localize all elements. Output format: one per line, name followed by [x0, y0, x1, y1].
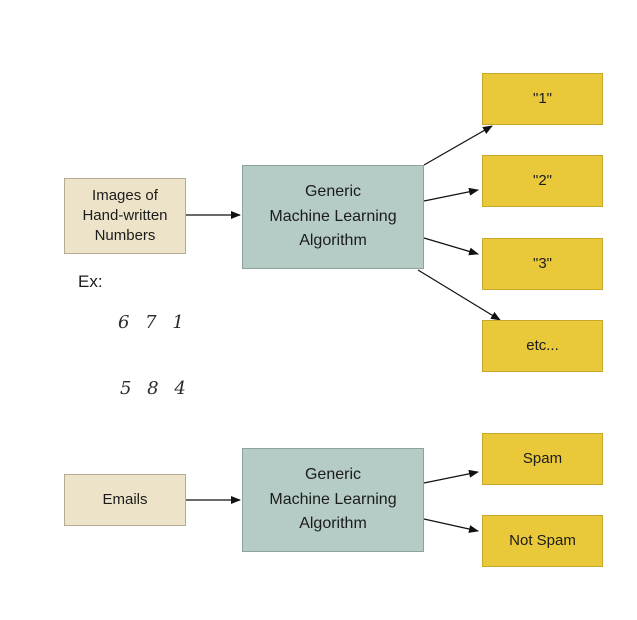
digits-row-2: 5 8 4 — [120, 378, 191, 399]
output-box-2: "2" — [482, 155, 603, 207]
output-box-etc: etc... — [482, 320, 603, 372]
top-algorithm-box: Generic Machine Learning Algorithm — [242, 165, 424, 269]
top-algorithm-label: Generic Machine Learning Algorithm — [269, 182, 397, 250]
digit-example: Ex: 6 7 1 5 8 4 — [78, 270, 218, 399]
arrow-algorithm-to-not-spam — [423, 518, 479, 533]
not-spam-output-label: Not Spam — [509, 531, 576, 549]
output-label-2: "2" — [533, 171, 552, 189]
bottom-algorithm-box: Generic Machine Learning Algorithm — [242, 448, 424, 552]
handwritten-digits: 6 7 1 5 8 4 — [118, 268, 188, 444]
images-input-box: Images of Hand-written Numbers — [64, 178, 186, 254]
bottom-algorithm-label: Generic Machine Learning Algorithm — [269, 465, 397, 533]
arrow-algorithm-to-output-1 — [423, 125, 493, 166]
spam-output-box: Spam — [482, 433, 603, 485]
arrow-algorithm-to-output-etc — [417, 269, 501, 321]
output-label-1: "1" — [533, 89, 552, 107]
images-input-label: Images of Hand-written Numbers — [82, 186, 168, 245]
arrow-algorithm-to-output-2 — [423, 187, 479, 202]
arrow-algorithm-to-output-3 — [423, 237, 479, 256]
output-label-etc: etc... — [526, 336, 559, 354]
spam-output-label: Spam — [522, 449, 563, 467]
output-box-1: "1" — [482, 73, 603, 125]
output-box-3: "3" — [482, 238, 603, 290]
digits-row-1: 6 7 1 — [118, 312, 189, 333]
arrow-algorithm-to-spam — [423, 469, 479, 484]
emails-input-box: Emails — [64, 474, 186, 526]
example-label: Ex: — [78, 272, 103, 291]
output-label-3: "3" — [533, 254, 552, 272]
emails-input-label: Emails — [102, 490, 148, 508]
not-spam-output-box: Not Spam — [482, 515, 603, 567]
